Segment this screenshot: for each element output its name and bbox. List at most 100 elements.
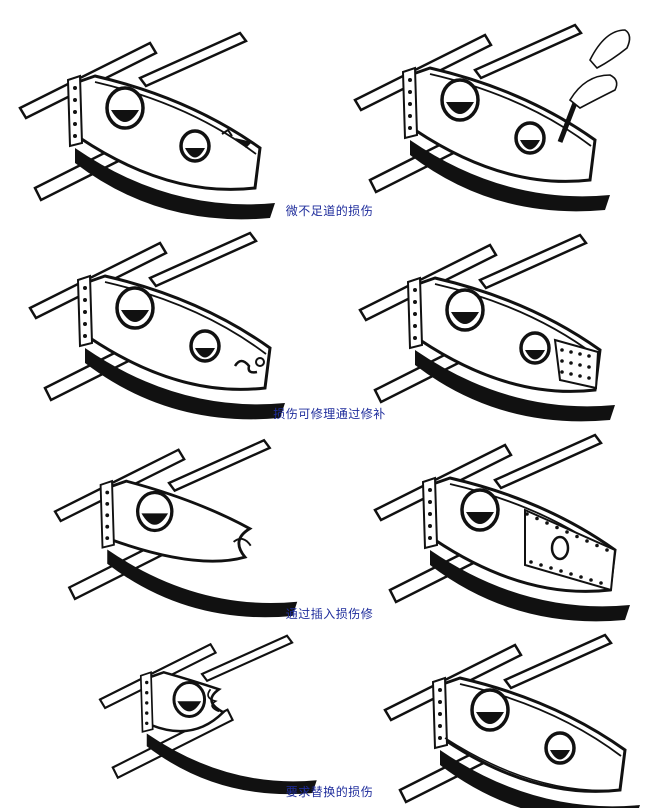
rib-panel-6 bbox=[98, 634, 317, 795]
lightening-hole-front bbox=[460, 488, 500, 532]
patch-rivet bbox=[578, 363, 582, 367]
bracket-rivet bbox=[408, 126, 412, 130]
insert-section bbox=[524, 508, 617, 592]
bracket-rivet bbox=[413, 312, 417, 316]
bracket-rivet bbox=[428, 488, 432, 492]
rib-panel-3 bbox=[358, 233, 615, 422]
bracket-rivet bbox=[83, 322, 87, 326]
rib-shadow bbox=[410, 140, 610, 212]
bracket-rivet bbox=[413, 288, 417, 292]
bracket-rivet bbox=[413, 336, 417, 340]
rib-flange bbox=[434, 283, 597, 357]
lightening-hole-front-shadow bbox=[121, 310, 149, 322]
lightening-hole-rear-shadow bbox=[550, 750, 570, 760]
insert-rivet bbox=[549, 566, 553, 570]
lightening-hole-front bbox=[445, 288, 485, 332]
bracket-rivet bbox=[73, 98, 77, 102]
insert-rivet bbox=[555, 525, 559, 530]
patch-rivet bbox=[560, 359, 564, 363]
bracket-rivet bbox=[408, 102, 412, 106]
bracket-rivet bbox=[438, 712, 442, 716]
rear-stringer bbox=[167, 438, 272, 493]
caption-repair-by-insertion: 通过插入损伤修 bbox=[285, 607, 374, 621]
bracket-rivet bbox=[438, 700, 442, 704]
insert-rivet bbox=[605, 548, 609, 552]
insert-rivet bbox=[565, 530, 569, 534]
lightening-hole-rear bbox=[189, 329, 221, 363]
insert-rivet bbox=[525, 512, 529, 516]
lightening-hole-rear-shadow bbox=[520, 140, 540, 150]
notch-edge bbox=[233, 537, 252, 547]
bracket-rivet bbox=[428, 536, 432, 540]
lightening-hole-rear-shadow bbox=[195, 348, 215, 358]
rib-shadow bbox=[440, 750, 640, 808]
insert-rivet bbox=[595, 543, 599, 548]
bracket-rivet bbox=[105, 490, 110, 495]
bracket-rivet bbox=[428, 524, 432, 528]
rib-flange bbox=[429, 73, 592, 147]
lightening-hole-rear bbox=[514, 121, 546, 155]
lightening-hole-front-shadow bbox=[446, 102, 474, 114]
stop-drill-hole bbox=[255, 357, 265, 367]
rear-stringer bbox=[493, 433, 603, 490]
rib-panel-7 bbox=[383, 633, 640, 808]
patch-rivet bbox=[587, 365, 591, 369]
rib-shadow bbox=[85, 348, 285, 420]
patch-rivet bbox=[560, 370, 564, 374]
patch-rivet bbox=[560, 348, 564, 352]
lightening-hole-rear bbox=[544, 731, 576, 765]
new-rib-edge bbox=[444, 737, 621, 792]
bracket-rivet bbox=[438, 724, 442, 728]
bracket-rivet bbox=[73, 86, 77, 90]
patch-rivet bbox=[578, 352, 582, 356]
rib-shadow bbox=[107, 549, 298, 618]
lightening-hole-front bbox=[470, 688, 510, 732]
lightening-hole-front bbox=[105, 86, 145, 130]
rib-shadow bbox=[75, 148, 275, 220]
insert-rivet bbox=[579, 575, 583, 579]
torn-edge bbox=[207, 688, 220, 713]
lightening-hole-rear bbox=[179, 129, 211, 163]
insert-rivet bbox=[535, 516, 539, 521]
rear-stringer bbox=[478, 233, 588, 290]
bracket-rivet bbox=[105, 536, 110, 540]
bracket-rivet bbox=[438, 736, 442, 740]
lightening-hole-front-shadow bbox=[466, 512, 494, 524]
insert-rivet bbox=[585, 539, 589, 543]
insert-rivet bbox=[529, 560, 533, 564]
caption-repairable-by-patch: 损伤可修理通过修补 bbox=[273, 407, 386, 421]
rib-panel-2 bbox=[28, 231, 285, 420]
rear-stringer bbox=[473, 23, 583, 80]
hand-upper bbox=[589, 29, 631, 70]
patch-rivet bbox=[569, 350, 573, 354]
bracket-rivet bbox=[83, 310, 87, 314]
rear-stringer bbox=[138, 31, 248, 88]
rib-panel-5 bbox=[373, 433, 630, 622]
rib-web bbox=[105, 479, 253, 563]
patch-rivet bbox=[569, 372, 573, 376]
diagram-panels bbox=[18, 23, 640, 808]
bracket-rivet bbox=[83, 286, 87, 290]
bracket-rivet bbox=[73, 122, 77, 126]
bracket-rivet bbox=[105, 513, 110, 518]
damage-arrow-icon bbox=[235, 138, 252, 148]
insert-hole bbox=[550, 535, 570, 561]
bracket-rivet bbox=[73, 110, 77, 114]
bracket-rivet bbox=[145, 711, 149, 715]
rib-shadow bbox=[430, 550, 630, 622]
lightening-hole-front-shadow bbox=[111, 110, 139, 122]
bracket-rivet bbox=[145, 701, 149, 705]
patch-rivet bbox=[587, 354, 591, 358]
insert-rivet bbox=[545, 521, 549, 525]
lightening-hole-front bbox=[172, 681, 207, 718]
insert-rivet bbox=[589, 578, 593, 582]
bracket-rivet bbox=[145, 691, 149, 695]
rib-shadow bbox=[146, 733, 317, 795]
lightening-hole-front bbox=[115, 286, 155, 330]
bracket-rivet bbox=[438, 688, 442, 692]
insert-rivet bbox=[599, 581, 603, 585]
rear-stringer bbox=[503, 633, 613, 690]
rib-panel-0 bbox=[18, 31, 275, 220]
bracket-rivet bbox=[145, 721, 149, 725]
